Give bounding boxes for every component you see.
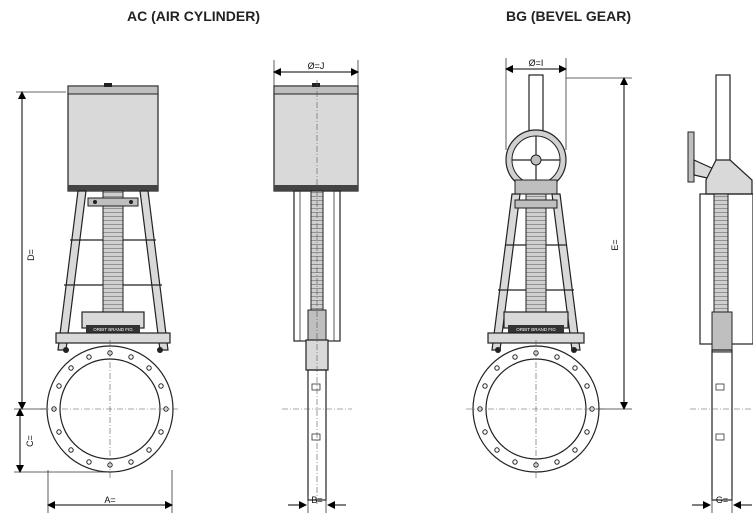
ac-side-view xyxy=(273,80,359,505)
bg-bolt-holes xyxy=(477,350,595,468)
ac-front-view: ORBIT BRAND FIG xyxy=(40,83,180,478)
svg-text:B=: B= xyxy=(311,495,322,505)
svg-text:C=: C= xyxy=(25,435,35,447)
dimension-e: E= xyxy=(566,77,632,410)
svg-text:D=: D= xyxy=(26,249,36,261)
bg-nameplate xyxy=(508,325,564,333)
ac-nameplate-text: ORBIT BRAND FIG xyxy=(93,327,133,332)
ac-cylinder xyxy=(67,85,159,192)
ac-nameplate xyxy=(86,325,140,333)
ac-stem xyxy=(102,190,124,317)
svg-text:Ø=I: Ø=I xyxy=(529,58,544,68)
title-air-cylinder: AC (AIR CYLINDER) xyxy=(127,8,260,24)
svg-text:G=: G= xyxy=(716,495,728,505)
dimension-a: A= xyxy=(47,470,173,513)
bg-nameplate-text: ORBIT BRAND FIG xyxy=(516,327,556,332)
dimension-b: B= xyxy=(288,495,346,513)
dimension-d: D= xyxy=(16,91,66,410)
dimension-c: C= xyxy=(14,408,108,473)
bg-front-view: ORBIT BRAND FIG xyxy=(466,74,606,478)
svg-text:E=: E= xyxy=(610,239,620,250)
svg-text:A=: A= xyxy=(104,495,115,505)
svg-text:Ø=J: Ø=J xyxy=(308,61,325,71)
dimension-i: Ø=I xyxy=(505,58,567,150)
dimension-j: Ø=J xyxy=(273,60,359,86)
title-bevel-gear: BG (BEVEL GEAR) xyxy=(506,8,631,24)
bg-side-view xyxy=(687,74,753,501)
dimension-g: G= xyxy=(692,495,752,513)
ac-side-cylinder xyxy=(273,85,359,192)
